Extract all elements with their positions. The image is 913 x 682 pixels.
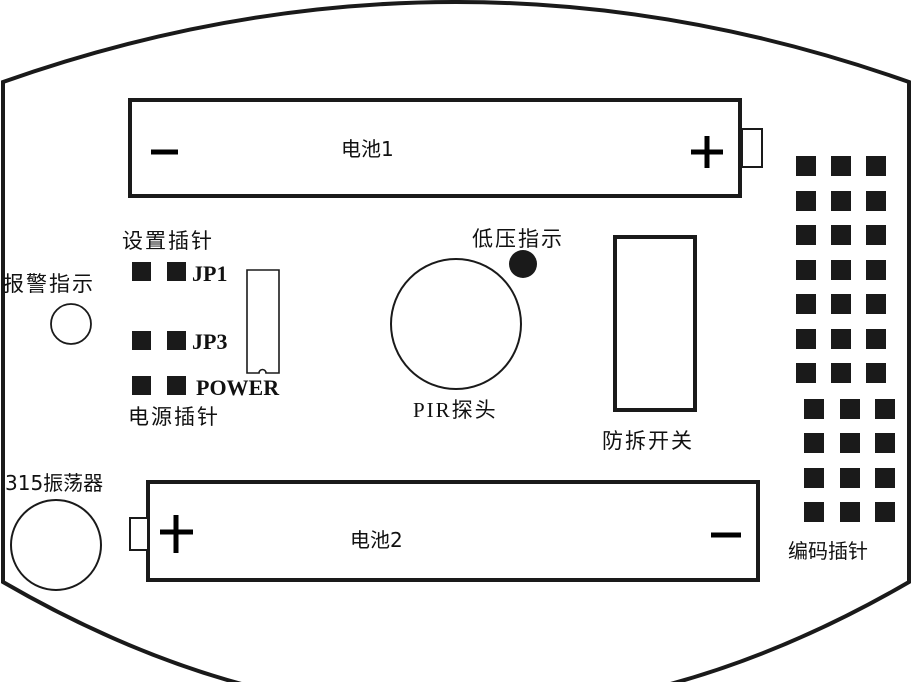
pin-pad bbox=[796, 260, 816, 280]
pin-pad bbox=[132, 262, 151, 281]
pin-pad bbox=[796, 191, 816, 211]
encoding-pins-lower bbox=[804, 399, 895, 522]
pin-pad bbox=[804, 433, 824, 453]
pin-pad bbox=[840, 399, 860, 419]
pin-pad bbox=[796, 294, 816, 314]
battery-1-body bbox=[128, 98, 742, 198]
pin-pad bbox=[866, 260, 886, 280]
pin-pad bbox=[840, 433, 860, 453]
pin-pad bbox=[132, 331, 151, 350]
pin-pad bbox=[804, 399, 824, 419]
battery-1-label: 电池1 bbox=[341, 137, 394, 161]
jumper-power-label: POWER bbox=[196, 375, 280, 400]
battery-2-label: 电池2 bbox=[350, 528, 403, 552]
pin-pad bbox=[866, 191, 886, 211]
pin-pad bbox=[875, 399, 895, 419]
pin-pad bbox=[167, 376, 186, 395]
encoding-pins-upper bbox=[796, 156, 886, 383]
battery-1-terminal bbox=[741, 128, 763, 168]
battery-1: 电池1 bbox=[128, 98, 763, 198]
pin-pad bbox=[796, 363, 816, 383]
pin-pad bbox=[866, 294, 886, 314]
pin-pad bbox=[796, 329, 816, 349]
oscillator-label: 315振荡器 bbox=[5, 471, 103, 495]
pin-pad bbox=[840, 468, 860, 488]
setting-pins-label: 设置插针 bbox=[122, 229, 214, 253]
tamper-switch bbox=[613, 235, 697, 412]
pin-pad bbox=[796, 156, 816, 176]
battery-2-terminal bbox=[129, 517, 149, 551]
pin-pad bbox=[875, 468, 895, 488]
alarm-indicator-label: 报警指示 bbox=[3, 272, 95, 296]
pin-pad bbox=[831, 225, 851, 245]
pir-sensor-label: PIR探头 bbox=[413, 398, 498, 422]
pin-pad bbox=[804, 468, 824, 488]
tamper-switch-label: 防拆开关 bbox=[602, 429, 694, 453]
pir-sensor bbox=[390, 258, 522, 390]
ic-chip-outline bbox=[246, 269, 280, 374]
low-voltage-indicator-label: 低压指示 bbox=[472, 227, 564, 251]
pin-pad bbox=[831, 260, 851, 280]
jumper-power: POWER bbox=[132, 375, 280, 400]
pin-pad bbox=[831, 156, 851, 176]
battery-1-positive-icon bbox=[691, 136, 723, 168]
jumper-jp3: JP3 bbox=[132, 329, 227, 354]
pin-pad bbox=[875, 433, 895, 453]
pin-pad bbox=[831, 191, 851, 211]
pin-pad bbox=[804, 502, 824, 522]
battery-2-positive-icon bbox=[160, 515, 193, 553]
pin-pad bbox=[866, 363, 886, 383]
pin-pad bbox=[831, 329, 851, 349]
pin-pad bbox=[167, 331, 186, 350]
low-voltage-indicator-led bbox=[509, 250, 537, 278]
pin-pad bbox=[831, 363, 851, 383]
pin-pad bbox=[831, 294, 851, 314]
pin-pad bbox=[875, 502, 895, 522]
pin-pad bbox=[840, 502, 860, 522]
jumper-jp3-label: JP3 bbox=[192, 329, 227, 354]
jumper-jp1: JP1 bbox=[132, 261, 227, 286]
pin-pad bbox=[866, 329, 886, 349]
pin-pad bbox=[866, 225, 886, 245]
oscillator bbox=[10, 499, 102, 591]
jumper-jp1-label: JP1 bbox=[192, 261, 227, 286]
power-pins-label: 电源插针 bbox=[128, 405, 220, 429]
pin-pad bbox=[796, 225, 816, 245]
encoding-pins-label: 编码插针 bbox=[788, 539, 868, 563]
pin-pad bbox=[132, 376, 151, 395]
pin-pad bbox=[167, 262, 186, 281]
battery-2: 电池2 bbox=[129, 480, 760, 582]
alarm-indicator-led bbox=[50, 303, 92, 345]
battery-2-body bbox=[146, 480, 760, 582]
pin-pad bbox=[866, 156, 886, 176]
